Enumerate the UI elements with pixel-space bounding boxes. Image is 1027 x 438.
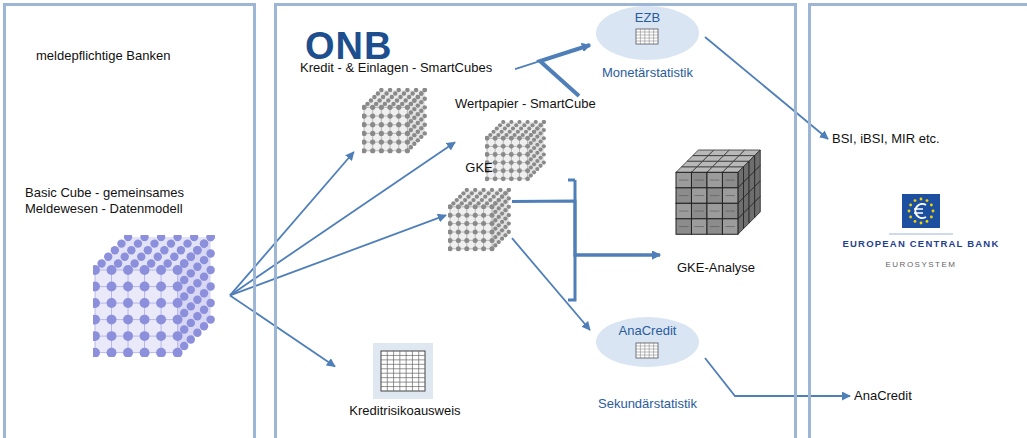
statistics-ellipse: EZB Monetärstatistik <box>590 5 705 85</box>
node-label: EUROPEAN CENTRAL BANK <box>821 238 1021 250</box>
bracket <box>568 255 575 300</box>
output-label: BSI, iBSI, MIR etc. <box>828 128 988 150</box>
flow-arrow <box>230 215 446 295</box>
node-sublabel: EUROSYSTEM <box>821 260 1021 270</box>
flow-arrow <box>512 201 660 255</box>
basic-cube: Basic Cube - gemeinsames Meldewesen - Da… <box>25 185 230 363</box>
statistics-ellipse: AnaCreditSekundärstatistik <box>590 316 705 416</box>
node-label: BSI, iBSI, MIR etc. <box>832 131 988 147</box>
report-box: Kreditrisikoausweis <box>335 343 475 421</box>
node-label: AnaCredit <box>854 388 940 404</box>
analysis-box: GKE-Analyse <box>660 148 772 278</box>
flow-arrow <box>575 180 660 255</box>
node-label: Basic Cube - gemeinsames Meldewesen - Da… <box>25 185 230 217</box>
flow-arrow <box>230 142 455 295</box>
node-label: EZB <box>590 10 705 26</box>
output-label: AnaCredit <box>850 385 940 407</box>
bracket <box>568 179 575 182</box>
node-label: meldepflichtige Banken <box>36 48 246 64</box>
node-label: GKE <box>446 160 512 176</box>
node-label: Kreditrisikoausweis <box>335 403 475 419</box>
flow-arrow <box>540 45 590 96</box>
node-sublabel: Sekundärstatistik <box>590 396 705 412</box>
analysis-cube <box>674 148 764 238</box>
flow-arrow <box>512 238 590 330</box>
smartcube: GKE <box>446 160 512 252</box>
reporter-panel: meldepflichtige BankenBasic Cube - gemei… <box>3 3 256 438</box>
cube-illustration <box>448 188 512 252</box>
ecb-panel: EUROPEAN CENTRAL BANK EUROSYSTEM BSI, iBSI… <box>808 3 1027 438</box>
flow-arrow <box>230 295 335 366</box>
node-label: Kredit - & Einlagen - SmartCubes <box>300 60 515 76</box>
report-grid-icon <box>373 343 433 399</box>
cube-illustration <box>362 88 428 154</box>
onb-panel: ONBKredit - & Einlagen - SmartCubesWertp… <box>274 3 797 438</box>
cube-illustration <box>93 235 215 357</box>
node-sublabel: Monetärstatistik <box>590 65 705 81</box>
ecb-logo <box>889 194 953 236</box>
node-label: AnaCredit <box>590 323 705 339</box>
node-label: GKE-Analyse <box>660 260 772 276</box>
cube-illustration <box>485 120 547 182</box>
node-label: Wertpapier - SmartCube <box>455 96 610 112</box>
flow-arrow <box>705 358 850 396</box>
